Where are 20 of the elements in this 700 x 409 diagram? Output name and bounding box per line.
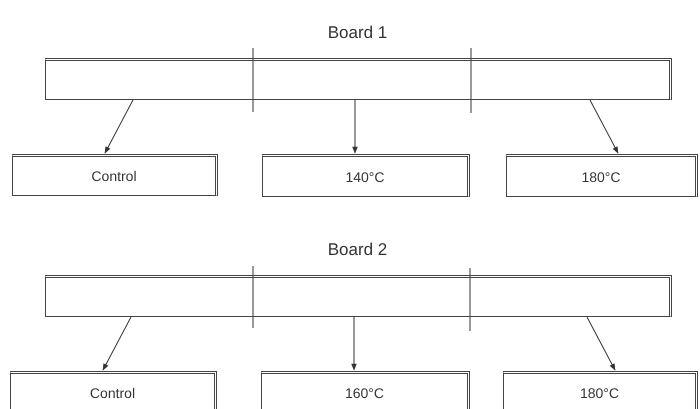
sample-label: 180°C [580, 385, 620, 401]
board-title: Board 1 [328, 23, 388, 43]
sample-box [506, 154, 698, 197]
sample-label: Control [90, 385, 136, 401]
arrow [586, 316, 616, 371]
sample-label: Control [91, 168, 137, 184]
sample-box [262, 154, 470, 197]
sample-label: 180°C [581, 168, 621, 184]
sample-box [12, 154, 218, 196]
sample-label: 160°C [344, 385, 384, 401]
arrow [352, 100, 358, 154]
arrow [102, 316, 132, 371]
arrow [351, 316, 357, 371]
arrow [590, 100, 618, 154]
sample-box [261, 371, 470, 409]
arrow [104, 100, 134, 154]
sample-label: 140°C [345, 168, 385, 184]
sample-box [10, 371, 217, 409]
sample-box [503, 371, 698, 409]
board-title: Board 2 [328, 240, 388, 260]
